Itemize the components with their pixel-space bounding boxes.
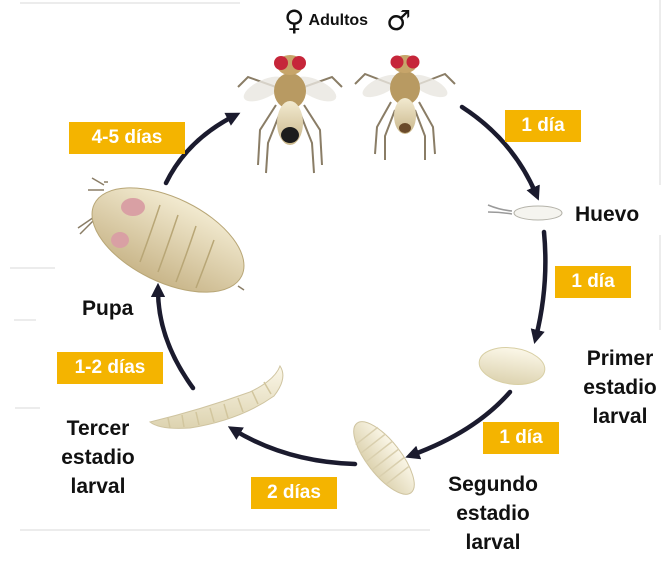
female-fly-image xyxy=(238,55,342,173)
male-symbol-icon: ♂ xyxy=(386,7,411,35)
duration-badge-egg-to-first: 1 día xyxy=(555,266,631,298)
adults-title: Adultos xyxy=(309,12,369,30)
stage-label-third-larval: Tercer estadio larval xyxy=(46,414,150,501)
stage-label-egg: Huevo xyxy=(575,200,639,229)
female-symbol-icon: ♀ xyxy=(284,7,305,35)
duration-badge-third-to-pupa: 1-2 días xyxy=(57,352,163,384)
arrow-third-to-pupa xyxy=(158,290,193,388)
duration-badge-adults-to-egg: 1 día xyxy=(505,110,581,142)
arrow-egg-to-first-larval xyxy=(536,232,545,337)
first-larval-image xyxy=(477,344,547,389)
second-larval-image xyxy=(344,413,425,503)
stage-label-pupa: Pupa xyxy=(82,294,133,323)
duration-badge-first-to-second: 1 día xyxy=(483,422,559,454)
adults-header: ♀ Adultos ♂ xyxy=(284,7,411,35)
egg-image xyxy=(488,205,562,220)
arrow-second-to-third-larval xyxy=(234,430,355,464)
male-fly-image xyxy=(355,55,455,160)
pupa-image xyxy=(76,166,260,313)
third-larval-image xyxy=(150,366,283,428)
stage-label-second-larval: Segundo estadio larval xyxy=(434,470,552,557)
stage-label-first-larval: Primer estadio larval xyxy=(574,344,666,431)
duration-badge-second-to-third: 2 días xyxy=(251,477,337,509)
duration-badge-pupa-to-adults: 4-5 días xyxy=(69,122,185,154)
